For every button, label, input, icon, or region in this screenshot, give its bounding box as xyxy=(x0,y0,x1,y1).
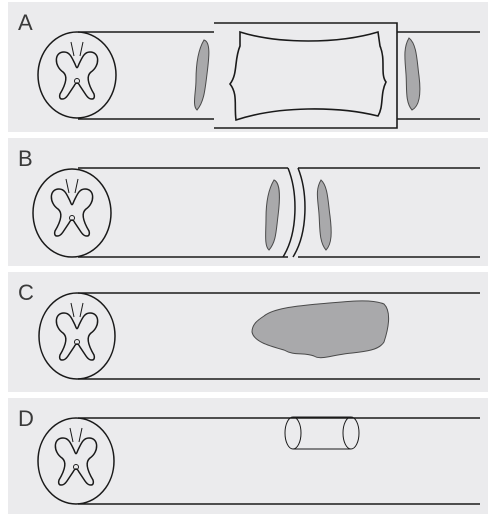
contusion-left xyxy=(194,40,208,110)
hemorrhage-right xyxy=(317,180,331,250)
compression-lesion xyxy=(252,301,389,358)
panel-c-drawing xyxy=(8,272,488,392)
panel-d-drawing xyxy=(8,398,488,514)
panel-d: D xyxy=(8,398,488,514)
syrinx-cavity xyxy=(285,417,359,449)
displaced-vertebral-body xyxy=(230,32,386,120)
hemorrhage-left xyxy=(266,180,280,250)
cord-cross-section xyxy=(33,169,111,257)
panel-b: B xyxy=(8,138,488,266)
transection-line-1 xyxy=(283,168,295,257)
panel-c: C xyxy=(8,272,488,392)
panel-a-drawing xyxy=(8,2,488,132)
cord-cross-section xyxy=(38,418,114,504)
cord-cross-section xyxy=(38,32,116,118)
panel-b-drawing xyxy=(8,138,488,266)
cord-cross-section xyxy=(39,293,115,379)
contusion-right xyxy=(405,38,420,110)
panel-a: A xyxy=(8,2,488,132)
